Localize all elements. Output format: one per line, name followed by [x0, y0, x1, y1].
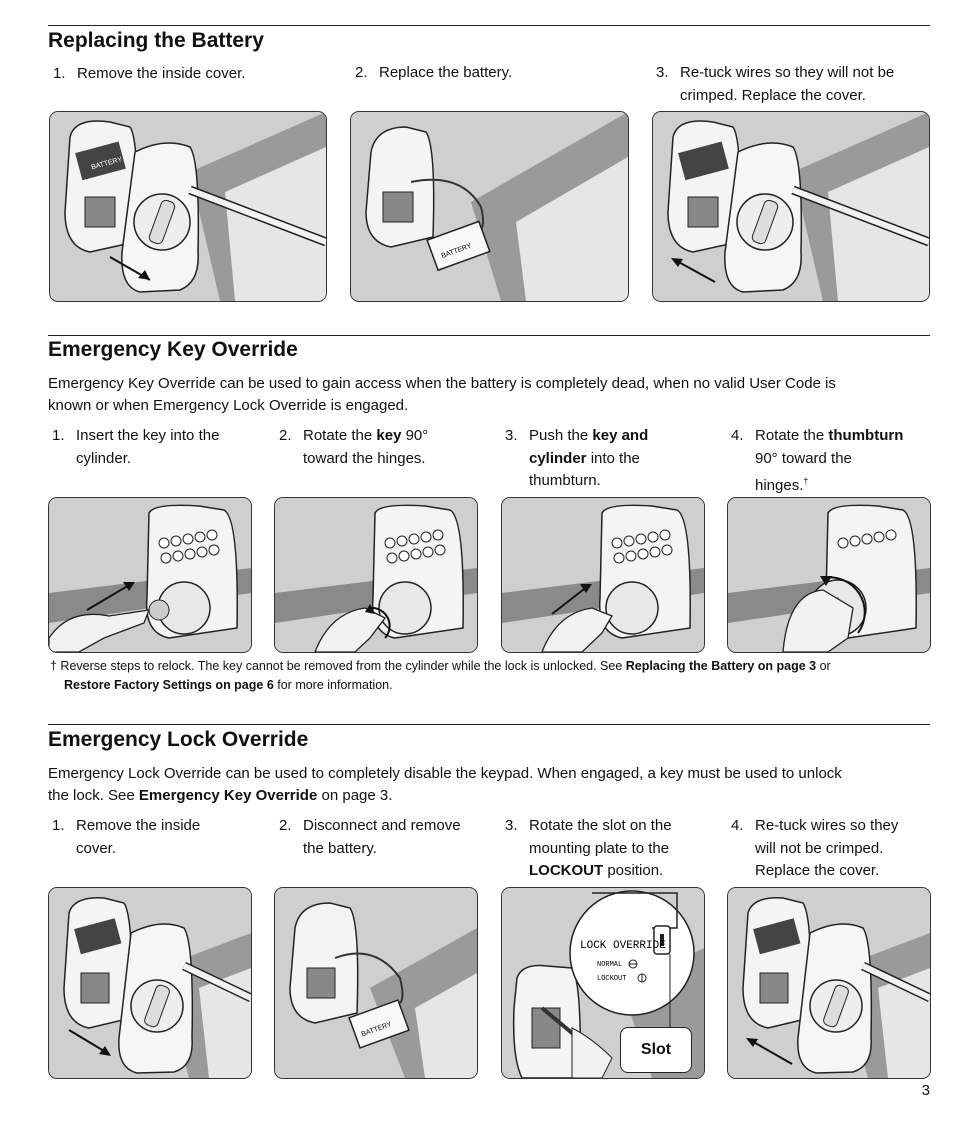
step-text: Re-tuck wires so they will not be crimpe…: [680, 64, 895, 104]
step-text: Replace the battery.: [379, 64, 513, 81]
lockout-label: LOCKOUT: [597, 975, 626, 983]
page-number: 3: [921, 1082, 930, 1099]
key-override-footnote: † Reverse steps to relock. The key canno…: [50, 659, 831, 692]
section-title-lock-override: Emergency Lock Override: [48, 728, 309, 751]
slot-callout: Slot: [620, 1027, 692, 1073]
illustration-lock-remove-cover: [48, 887, 252, 1079]
key-override-intro: Emergency Key Override can be used to ga…: [48, 375, 836, 414]
illustration-replace-cover: [652, 111, 930, 302]
section-divider: [48, 335, 930, 336]
normal-label: NORMAL: [597, 961, 622, 969]
illustration-rotate-thumbturn: [727, 497, 931, 653]
section-divider: [48, 25, 930, 26]
illustration-lock-replace-cover: [727, 887, 931, 1079]
step-number: 2.: [355, 64, 368, 81]
section-title-key-override: Emergency Key Override: [48, 338, 298, 361]
illustration-remove-cover: BATTERY: [49, 111, 327, 302]
lock-override-intro: Emergency Lock Override can be used to c…: [48, 765, 842, 804]
step-number: 3.: [656, 64, 669, 81]
step-text: Remove the inside cover.: [77, 65, 246, 82]
step-number: 1.: [53, 65, 66, 82]
illustration-push-key: [501, 497, 705, 653]
section-title-battery: Replacing the Battery: [48, 29, 264, 52]
illustration-rotate-key: [274, 497, 478, 653]
section-divider: [48, 724, 930, 725]
lock-override-label: LOCK OVERRIDE: [580, 940, 666, 952]
illustration-lock-remove-battery: BATTERY: [274, 887, 478, 1079]
illustration-insert-key: [48, 497, 252, 653]
illustration-replace-battery: BATTERY: [350, 111, 629, 302]
